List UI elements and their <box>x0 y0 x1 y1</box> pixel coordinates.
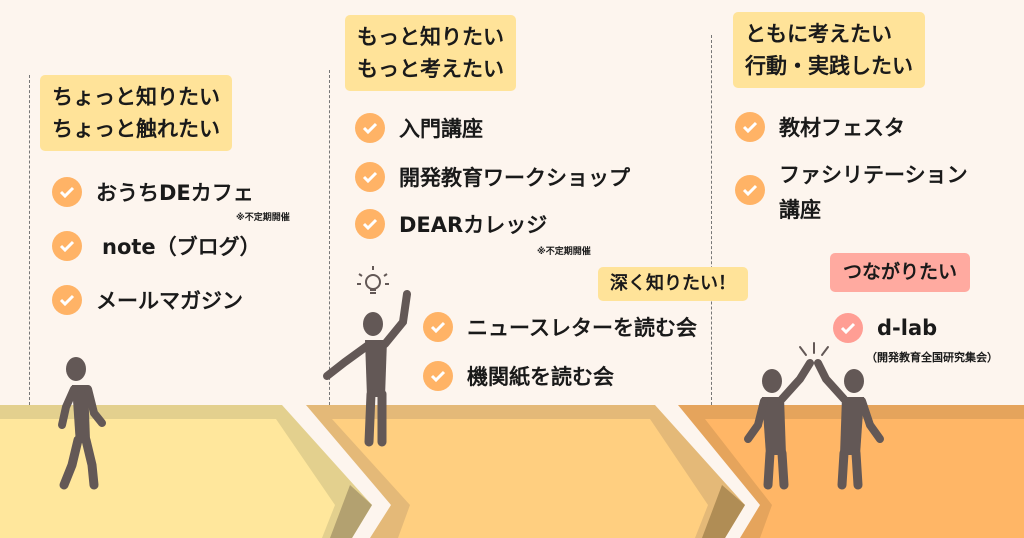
sub-heading-label: つながりたい <box>843 261 958 283</box>
check-icon <box>735 175 765 205</box>
high-five-people-icon <box>744 342 884 490</box>
heading-line: ちょっと触れたい <box>52 117 220 141</box>
check-icon <box>52 231 82 261</box>
check-icon <box>355 162 385 192</box>
check-icon <box>355 113 385 143</box>
heading-line: もっと知りたい <box>357 25 504 49</box>
heading-col3: ともに考えたい 行動・実践したい <box>733 12 925 88</box>
check-icon <box>423 361 453 391</box>
item-label: 機関紙を読む会 <box>467 365 614 389</box>
item-label: 開発教育ワークショップ <box>399 166 630 190</box>
item-label: おうちDEカフェ <box>96 181 254 205</box>
check-icon <box>52 177 82 207</box>
item-label: 教材フェスタ <box>779 116 905 140</box>
irregular-note: ※不定期開催 <box>537 247 591 257</box>
item-label: 講座 <box>779 198 821 222</box>
heading-line: ちょっと知りたい <box>52 85 220 109</box>
list-item-workshop[interactable]: 開発教育ワークショップ <box>355 162 630 192</box>
list-item-facilitation-course[interactable]: ファシリテーション 講座 <box>735 158 968 228</box>
walking-person-icon <box>58 357 106 490</box>
band-2-shadow <box>702 485 745 538</box>
pointing-person-icon <box>323 266 411 447</box>
item-label: ニュースレターを読む会 <box>467 316 697 340</box>
heading-line: ともに考えたい <box>745 22 892 46</box>
sub-heading-deep: 深く知りたい！ <box>598 267 748 301</box>
item-label: メールマガジン <box>96 289 243 313</box>
lightbulb-icon <box>357 266 389 294</box>
list-item-material-festa[interactable]: 教材フェスタ <box>735 112 905 142</box>
d-lab-note: （開発教育全国研究集会） <box>866 351 998 364</box>
list-item-dear-college[interactable]: DEARカレッジ <box>355 209 547 239</box>
item-label: 入門講座 <box>399 117 483 141</box>
check-icon <box>423 312 453 342</box>
sub-heading-connect: つながりたい <box>830 253 971 292</box>
band-1-shadow <box>330 485 372 538</box>
check-icon <box>355 209 385 239</box>
sub-heading-label: 深く知りたい！ <box>610 273 736 294</box>
check-icon <box>833 313 863 343</box>
list-item-note-blog[interactable]: note（ブログ） <box>52 231 261 261</box>
list-item-mail-magazine[interactable]: メールマガジン <box>52 285 243 315</box>
divider-2 <box>329 70 330 405</box>
check-icon <box>52 285 82 315</box>
irregular-note: ※不定期開催 <box>236 213 290 223</box>
check-icon <box>735 112 765 142</box>
heading-col1: ちょっと知りたい ちょっと触れたい <box>40 75 232 151</box>
divider-3 <box>711 35 712 405</box>
heading-col2: もっと知りたい もっと考えたい <box>345 15 516 91</box>
list-item-intro-course[interactable]: 入門講座 <box>355 113 483 143</box>
item-label: ファシリテーション <box>779 163 968 187</box>
item-label: DEARカレッジ <box>399 213 548 237</box>
list-item-journal-reading[interactable]: 機関紙を読む会 <box>423 361 614 391</box>
list-item-ouchi-de-cafe[interactable]: おうちDEカフェ <box>52 177 254 207</box>
item-label: note（ブログ） <box>102 235 261 259</box>
heading-line: もっと考えたい <box>357 57 504 81</box>
heading-line: 行動・実践したい <box>745 54 913 78</box>
band-2 <box>332 419 708 538</box>
list-item-newsletter-reading[interactable]: ニュースレターを読む会 <box>423 312 697 342</box>
divider-1 <box>29 75 30 405</box>
list-item-d-lab[interactable]: d-lab <box>833 313 937 343</box>
item-label: d-lab <box>877 316 938 340</box>
